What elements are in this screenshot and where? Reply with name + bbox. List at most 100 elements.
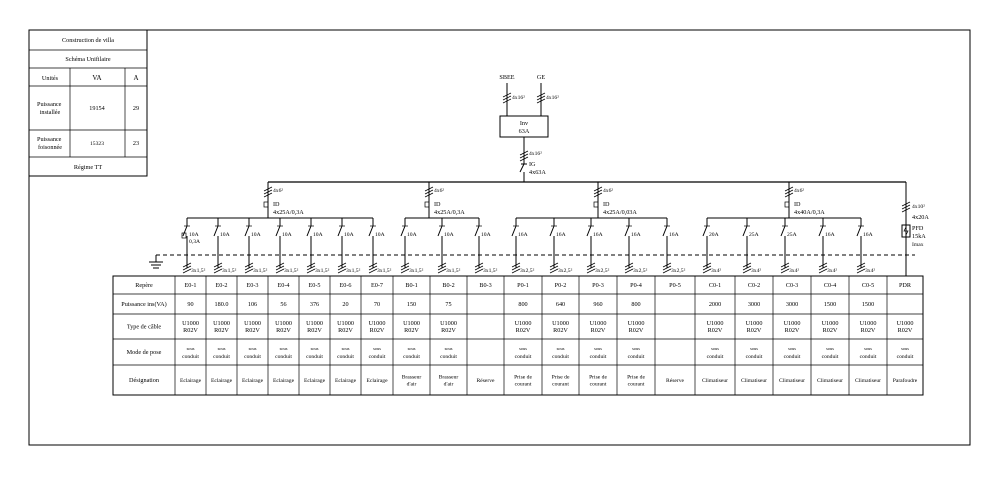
circuit-cable-section: 3x1,5² [191, 268, 206, 274]
cell-repere: C0-3 [786, 282, 798, 289]
circuit-cable-section: 3x1,5² [315, 268, 330, 274]
diversified-power-a: 23 [133, 140, 139, 147]
row-label: Désignation [129, 377, 159, 384]
circuit-breaker-rating: 16A [669, 232, 679, 238]
header-va: VA [92, 74, 101, 82]
cell-power: 376 [310, 301, 319, 308]
cell-repere: E0-4 [277, 282, 289, 289]
power-sources: SBEE GE 4x16² 4x16² [499, 74, 559, 116]
breaker-icon [306, 225, 312, 237]
cell-designation: Réserve [476, 378, 495, 384]
cable-mark-icon [400, 262, 410, 274]
circuit-breaker-rating: 10A [313, 232, 323, 238]
inverter-block: Inv 63A [499, 115, 549, 150]
cell-repere: B0-3 [479, 282, 491, 289]
cell-power: 2000 [709, 301, 721, 308]
circuit-cable-section: 3x2,5² [671, 268, 686, 274]
circuit-cable-section: 3x4² [751, 268, 761, 274]
main-breaker-cable: 4x16² [529, 151, 542, 157]
cell-designation: Réserve [666, 378, 685, 384]
circuit-breaker-rating: 0,3A [189, 239, 200, 245]
cell-power: 75 [445, 301, 451, 308]
circuit-breaker-rating: 16A [593, 232, 603, 238]
cell-repere: B0-2 [442, 282, 454, 289]
cable-mark-icon [306, 262, 316, 274]
cable-mark-icon [244, 262, 254, 274]
earthing-regime: Régime TT [74, 164, 102, 171]
inverter-label: Inv [520, 120, 529, 127]
cable-mark-icon [182, 262, 192, 274]
breaker-icon [780, 225, 786, 237]
surge-type: Imax [912, 242, 924, 248]
breaker-icon [337, 225, 343, 237]
surge-name: PFD [912, 225, 924, 232]
circuit-cable-section: 3x1,5² [284, 268, 299, 274]
cell-power: 800 [518, 301, 527, 308]
group-breaker-rating: 4x25A/0,3A [273, 209, 304, 216]
group-breaker-name: ID [794, 201, 801, 208]
diversified-power-label: Puissance foisonnée [37, 136, 63, 151]
cable-mark-icon [337, 262, 347, 274]
main-breaker-rating: 4x63A [529, 169, 546, 176]
circuit-cable-section: 3x1,5² [377, 268, 392, 274]
cell-designation: Parafoudre [893, 377, 918, 384]
cable-mark-icon [437, 262, 447, 274]
differential-coil-icon [593, 201, 599, 208]
source-sbee-cable: 4x16² [512, 95, 525, 101]
cell-power: 56 [280, 301, 286, 308]
circuit-breaker-rating: 25A [787, 232, 797, 238]
group-breaker-name: ID [603, 201, 610, 208]
cell-designation: Eclairage [366, 378, 388, 384]
circuit-cable-section: 3x4² [865, 268, 875, 274]
circuit-breaker-rating: 16A [825, 232, 835, 238]
breaker-icon [511, 225, 517, 237]
circuit-P0-5: 16A 3x2,5² [662, 218, 686, 274]
differential-coil-icon [424, 201, 430, 208]
cell-power: 70 [374, 301, 380, 308]
cable-mark-icon [662, 262, 672, 274]
cell-repere: P0-4 [630, 282, 642, 289]
cell-designation: Climatiseur [779, 378, 805, 384]
cell-power: 640 [556, 301, 565, 308]
source-ge-label: GE [537, 74, 545, 81]
